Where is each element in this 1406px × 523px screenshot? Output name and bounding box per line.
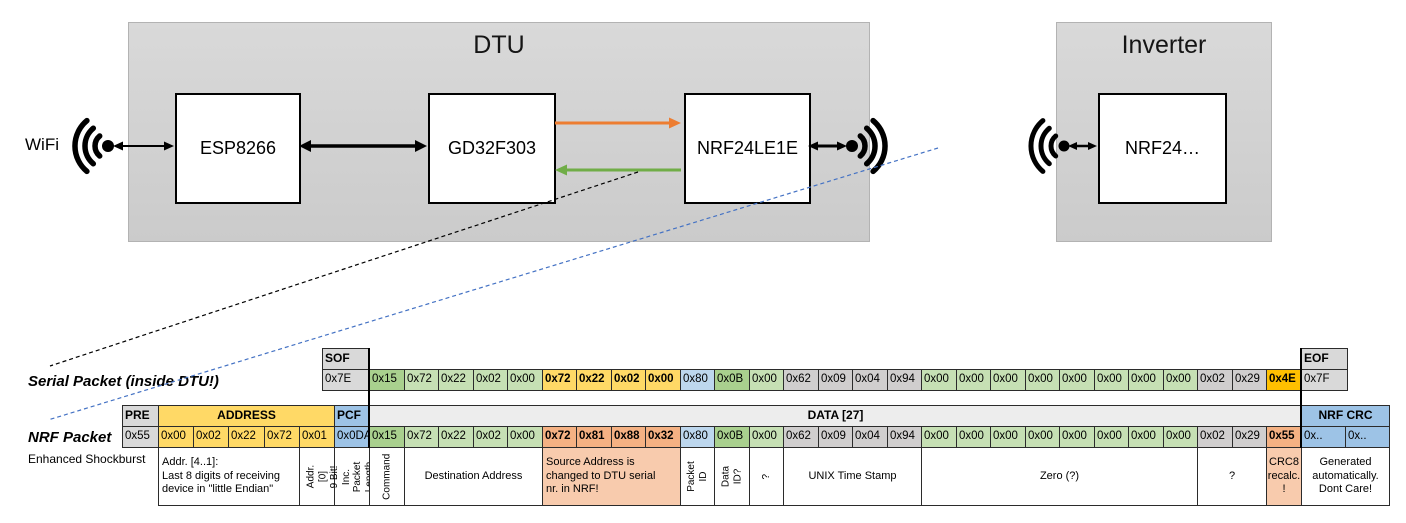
nrf-byte-cell: 0x72 bbox=[542, 426, 577, 448]
nrf-byte-cell: 0x81 bbox=[576, 426, 612, 448]
annotation-vertical-text: Packet ID bbox=[686, 461, 709, 492]
annotation-cell: Command bbox=[369, 447, 405, 506]
serial-byte-cell: 0x00 bbox=[1025, 369, 1060, 391]
nrf-address-cell: 0x00 bbox=[158, 426, 194, 448]
nrf-byte-cell: 0x72 bbox=[404, 426, 439, 448]
nrf-byte-cell: 0x00 bbox=[507, 426, 543, 448]
serial-byte-cell: 0x00 bbox=[990, 369, 1026, 391]
serial-byte-cell: 0x00 bbox=[645, 369, 681, 391]
nrf-byte-cell: 0x62 bbox=[783, 426, 819, 448]
nrf-byte-cell: 0x94 bbox=[887, 426, 922, 448]
annotation-vertical-text: ? bbox=[760, 473, 772, 480]
annotation-vertical-text: Command bbox=[381, 453, 393, 500]
pre-header: PRE bbox=[122, 405, 159, 427]
serial-byte-cell: 0x00 bbox=[1128, 369, 1164, 391]
nrf-byte-cell: 0x55 bbox=[1266, 426, 1302, 448]
annotation-vertical-text: Data ID? bbox=[720, 465, 744, 488]
serial-byte-cell: 0x04 bbox=[852, 369, 888, 391]
annotation-cell: Destination Address bbox=[404, 447, 543, 506]
nrf-byte-cell: 0x02 bbox=[1197, 426, 1233, 448]
nrf-byte-cell: 0x00 bbox=[990, 426, 1026, 448]
serial-byte-cell: 0x00 bbox=[507, 369, 543, 391]
nrf-byte-cell: 0x00 bbox=[1094, 426, 1129, 448]
annotation-cell: Packet ID bbox=[680, 447, 715, 506]
serial-byte-cell: 0x00 bbox=[1163, 369, 1198, 391]
dtu-title: DTU bbox=[473, 31, 525, 59]
nrf-byte-cell: 0x32 bbox=[645, 426, 681, 448]
serial-byte-cell: 0x80 bbox=[680, 369, 715, 391]
sof-header: SOF bbox=[322, 348, 370, 370]
component-nrf24-inverter: NRF24… bbox=[1098, 93, 1227, 204]
serial-byte-cell: 0x22 bbox=[576, 369, 612, 391]
address-header: ADDRESS bbox=[158, 405, 335, 427]
pre-value: 0x55 bbox=[122, 426, 159, 448]
data-align-line-right bbox=[1300, 348, 1302, 448]
pcf-value: 0x0DA bbox=[334, 426, 372, 448]
annotation-cell: CRC8 recalc. ! bbox=[1266, 447, 1302, 506]
serial-byte-cell: 0x09 bbox=[818, 369, 853, 391]
serial-byte-cell: 0x29 bbox=[1232, 369, 1267, 391]
inverter-title: Inverter bbox=[1121, 31, 1207, 59]
nrf-address-cell: 0x02 bbox=[193, 426, 229, 448]
nrf-byte-cell: 0x0B bbox=[714, 426, 750, 448]
nrf-byte-cell: 0x22 bbox=[438, 426, 474, 448]
nrf-crc-header: NRF CRC bbox=[1301, 405, 1390, 427]
nrf-byte-cell: 0x00 bbox=[1128, 426, 1164, 448]
nrf-crc-cell: 0x.. bbox=[1345, 426, 1390, 448]
serial-byte-cell: 0x15 bbox=[369, 369, 405, 391]
serial-byte-cell: 0x72 bbox=[404, 369, 439, 391]
nrf-byte-cell: 0x80 bbox=[680, 426, 715, 448]
annotation-cell: UNIX Time Stamp bbox=[783, 447, 922, 506]
serial-byte-cell: 0x22 bbox=[438, 369, 474, 391]
eof-header: EOF bbox=[1301, 348, 1348, 370]
annotation-cell: Source Address is changed to DTU serial … bbox=[542, 447, 681, 506]
nrf-byte-cell: 0x00 bbox=[1059, 426, 1095, 448]
nrf-address-cell: 0x72 bbox=[264, 426, 300, 448]
sof-value: 0x7E bbox=[322, 369, 370, 391]
serial-byte-cell: 0x00 bbox=[1059, 369, 1095, 391]
serial-byte-cell: 0x02 bbox=[1197, 369, 1233, 391]
nrf-byte-cell: 0x88 bbox=[611, 426, 646, 448]
annotation-cell: Zero (?) bbox=[921, 447, 1198, 506]
nrf-packet-label: NRF Packet bbox=[28, 429, 112, 446]
serial-byte-cell: 0x02 bbox=[611, 369, 646, 391]
eof-value: 0x7F bbox=[1301, 369, 1348, 391]
nrf-byte-cell: 0x02 bbox=[473, 426, 508, 448]
annotation-cell: ? bbox=[749, 447, 784, 506]
serial-byte-cell: 0x00 bbox=[956, 369, 991, 391]
nrf-byte-cell: 0x00 bbox=[921, 426, 957, 448]
serial-byte-cell: 0x94 bbox=[887, 369, 922, 391]
nrf-byte-cell: 0x00 bbox=[1163, 426, 1198, 448]
nrf-byte-cell: 0x00 bbox=[749, 426, 784, 448]
nrf-byte-cell: 0x04 bbox=[852, 426, 888, 448]
nrf-byte-cell: 0x00 bbox=[1025, 426, 1060, 448]
annotation-cell: 9 Bit! Inc. Packet Length bbox=[329, 447, 375, 506]
serial-byte-cell: 0x4E bbox=[1266, 369, 1302, 391]
nrf-byte-cell: 0x00 bbox=[956, 426, 991, 448]
nrf-crc-cell: 0x.. bbox=[1301, 426, 1346, 448]
annotation-vertical-text: Addr.[0] bbox=[305, 464, 329, 489]
serial-byte-cell: 0x62 bbox=[783, 369, 819, 391]
annotation-cell: Generated automatically. Dont Care! bbox=[1301, 447, 1390, 506]
serial-byte-cell: 0x00 bbox=[1094, 369, 1129, 391]
annotation-cell: Data ID? bbox=[714, 447, 750, 506]
nrf-address-cell: 0x22 bbox=[228, 426, 265, 448]
nrf-address-cell: 0x01 bbox=[299, 426, 335, 448]
enhanced-shockburst-label: Enhanced Shockburst bbox=[28, 452, 146, 466]
serial-byte-cell: 0x00 bbox=[921, 369, 957, 391]
annotation-cell: Addr.[0] bbox=[299, 447, 335, 506]
annotation-cell: ? bbox=[1197, 447, 1267, 506]
nrf-byte-cell: 0x09 bbox=[818, 426, 853, 448]
serial-byte-cell: 0x72 bbox=[542, 369, 577, 391]
data-align-line-left bbox=[368, 348, 370, 448]
serial-byte-cell: 0x02 bbox=[473, 369, 508, 391]
serial-byte-cell: 0x0B bbox=[714, 369, 750, 391]
annotation-cell: Addr. [4..1]: Last 8 digits of receiving… bbox=[158, 447, 300, 506]
nrf-byte-cell: 0x29 bbox=[1232, 426, 1267, 448]
pcf-header: PCF bbox=[334, 405, 370, 427]
serial-byte-cell: 0x00 bbox=[749, 369, 784, 391]
data-header: DATA [27] bbox=[369, 405, 1302, 427]
nrf-byte-cell: 0x15 bbox=[369, 426, 405, 448]
